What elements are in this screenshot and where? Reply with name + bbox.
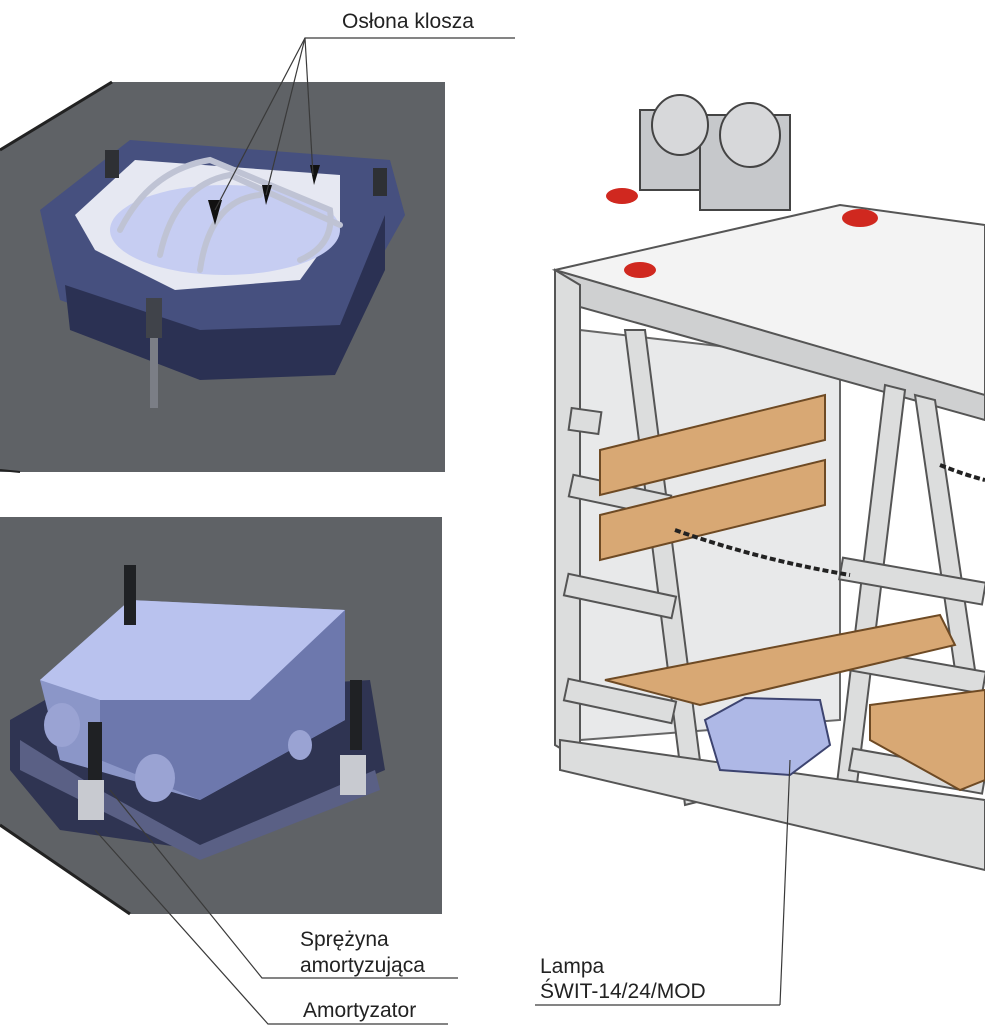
shock-absorber-panel xyxy=(0,517,442,916)
leader-lines xyxy=(94,37,791,1025)
label-lampa-line2: ŚWIT-14/24/MOD xyxy=(540,980,706,1003)
label-oslona-klosza: Osłona klosza xyxy=(342,10,474,33)
label-lampa-line1: Lampa xyxy=(540,955,605,978)
label-sprezyna-line1: Sprężyna xyxy=(300,928,389,951)
cover-detail-panel xyxy=(0,80,445,473)
label-sprezyna-line2: amortyzująca xyxy=(300,954,425,977)
cage-assembly xyxy=(551,94,985,872)
label-amortyzator: Amortyzator xyxy=(303,999,417,1022)
